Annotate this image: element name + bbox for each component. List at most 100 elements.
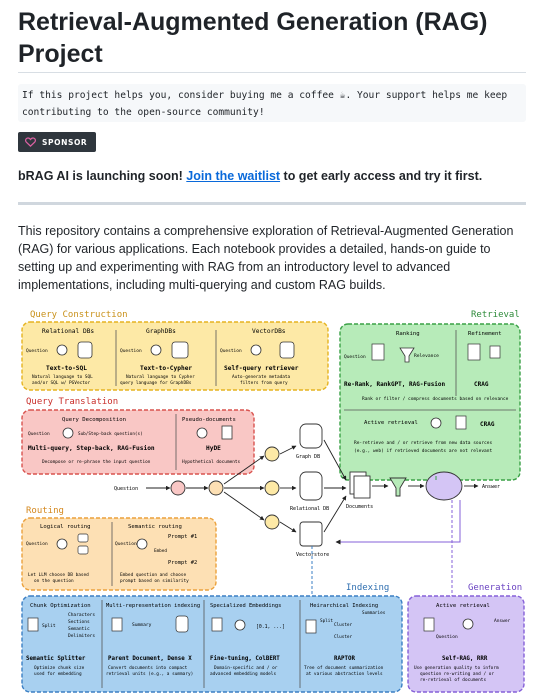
qc-cypher-sub1: Natural language to Cypher (126, 374, 195, 380)
section-divider (18, 202, 526, 205)
query-translation-title: Query Translation (26, 397, 118, 407)
qt-hyde: HyDE (206, 445, 221, 452)
retrieval-crag-2: CRAG (480, 421, 495, 428)
document-icon (111, 617, 123, 632)
idx-special-sub1: Domain-specific and / or (214, 665, 278, 671)
brain-icon (56, 344, 68, 356)
rag-diagram: Query Construction Relational DBs Questi… (21, 310, 525, 693)
generation-box (407, 595, 525, 693)
retrieval-rerank: Re-Rank, RankGPT, RAG-Fusion (344, 381, 446, 388)
document-icon (221, 425, 233, 440)
documents-icon (423, 617, 435, 632)
gen-self-rag: Self-RAG, RRR (442, 656, 488, 662)
qt-sub1: Decompose or re-phrase the input questio… (42, 459, 151, 465)
qc-text-to-sql: Text-to-SQL (46, 365, 87, 372)
documents-icon (467, 343, 481, 361)
routing-question-1: Question (26, 541, 48, 547)
flow-arrow (223, 455, 265, 485)
gen-sub1: Use generation quality to inform (414, 665, 499, 671)
gen-active: Active retrieval (436, 603, 490, 609)
flow-arrow (223, 491, 265, 521)
routing-sub2: on the question (34, 578, 74, 584)
query-construction-title: Query Construction (30, 310, 128, 320)
flow-arrow (279, 521, 297, 533)
llm-brain-icon (425, 471, 463, 501)
qc-graph-head: GraphDBs (146, 328, 176, 335)
waitlist-link[interactable]: Join the waitlist (186, 169, 281, 183)
idx-vector: [0.1, ...] (256, 624, 285, 630)
retrieval-active: Active retrieval (364, 420, 418, 426)
graph-db-cylinder-icon (299, 423, 323, 449)
flow-node (170, 480, 186, 496)
idx-split: Split (42, 623, 56, 629)
qc-self-query-sub1: Auto-generate metadata (232, 374, 291, 380)
qt-sub2: Hypothetical documents (182, 459, 241, 465)
retrieval-sub1: Rank or filter / compress documents base… (362, 396, 509, 402)
brain-icon (196, 427, 208, 439)
brain-icon (430, 417, 442, 429)
brain-icon (462, 618, 474, 630)
qc-vector-head: VectorDBs (252, 328, 286, 335)
vectorstore-icon (299, 521, 323, 547)
idx-multirep-head: Multi-representation indexing (106, 603, 200, 609)
idx-cluster-1: Cluster (334, 622, 353, 628)
support-note-block: If this project helps you, consider buyi… (18, 84, 526, 122)
graph-db-icon (171, 341, 189, 359)
brain-icon (56, 538, 68, 550)
qc-sql-sub2: and/or SQL w/ PGVector (32, 380, 91, 386)
retrieval-crag-1: CRAG (474, 381, 489, 388)
flow-arrow (279, 445, 297, 455)
documents-icon (489, 345, 501, 359)
document-icon (305, 619, 317, 634)
flow-arrow (323, 439, 347, 481)
qc-question-3: Question (220, 348, 242, 354)
idx-hier-head: Heirarchical Indexing (310, 603, 378, 609)
qc-self-query: Self-query retriever (224, 364, 299, 372)
qc-sql-sub1: Natural language to SQL (32, 374, 93, 380)
center-graph-db: Graph DB (296, 454, 320, 460)
idx-summary: Summary (132, 622, 152, 628)
qc-self-query-sub2: filters from query (240, 380, 288, 386)
brain-icon (136, 538, 148, 550)
sponsor-button[interactable]: SPONSOR (18, 132, 96, 152)
idx-raptor: RAPTOR (334, 656, 355, 662)
idx-multirep-sub2: retrieval units (e.g., a summary) (106, 671, 193, 677)
qc-relational-head: Relational DBs (42, 328, 94, 335)
idx-chunk-sub2: used for embedding (34, 671, 82, 677)
retrieval-title: Retrieval (471, 310, 520, 320)
heart-icon (25, 137, 36, 147)
brain-icon (234, 619, 246, 631)
retrieval-sub3: (e.g., web) if retrieved documents are n… (354, 448, 492, 454)
database-icon (77, 545, 89, 555)
documents-icon (455, 415, 467, 430)
brain-icon (150, 344, 162, 356)
retrieval-question: Question (344, 354, 366, 360)
support-note-text: If this project helps you, consider buyi… (22, 90, 508, 118)
flow-arrow (323, 495, 347, 533)
center-documents: Documents (346, 504, 373, 510)
routing-embed: Embed (154, 548, 167, 554)
idx-parent-doc: Parent Document, Dense X (108, 656, 192, 662)
routing-sub1: Let LLM choose DB based (28, 572, 89, 578)
indexing-title: Indexing (346, 583, 389, 593)
qc-text-to-cypher: Text-to-Cypher (140, 365, 192, 372)
database-icon (77, 341, 93, 359)
center-question: Question (114, 486, 138, 492)
flow-node (264, 446, 280, 462)
flow-node (264, 480, 280, 496)
routing-logical-head: Logical routing (40, 524, 91, 530)
routing-box (21, 517, 217, 591)
feedback-arrow (335, 500, 461, 545)
center-relational-db: Relational DB (290, 506, 329, 512)
flow-node (264, 514, 280, 530)
idx-chunk-item-3: Semantic (68, 626, 90, 632)
idx-chunk-item-2: Sections (68, 619, 90, 625)
page-title: Retrieval-Augmented Generation (RAG) Pro… (18, 8, 488, 68)
brain-icon (62, 427, 74, 439)
routing-prompt-2: Prompt #2 (168, 560, 197, 566)
routing-sub4: prompt based on similarity (120, 578, 189, 584)
gen-question: Question (436, 634, 458, 640)
center-vectorstore: Vectorstore (296, 552, 329, 558)
database-icon (77, 533, 89, 543)
qt-pseudo-head: Pseudo-documents (182, 417, 236, 423)
